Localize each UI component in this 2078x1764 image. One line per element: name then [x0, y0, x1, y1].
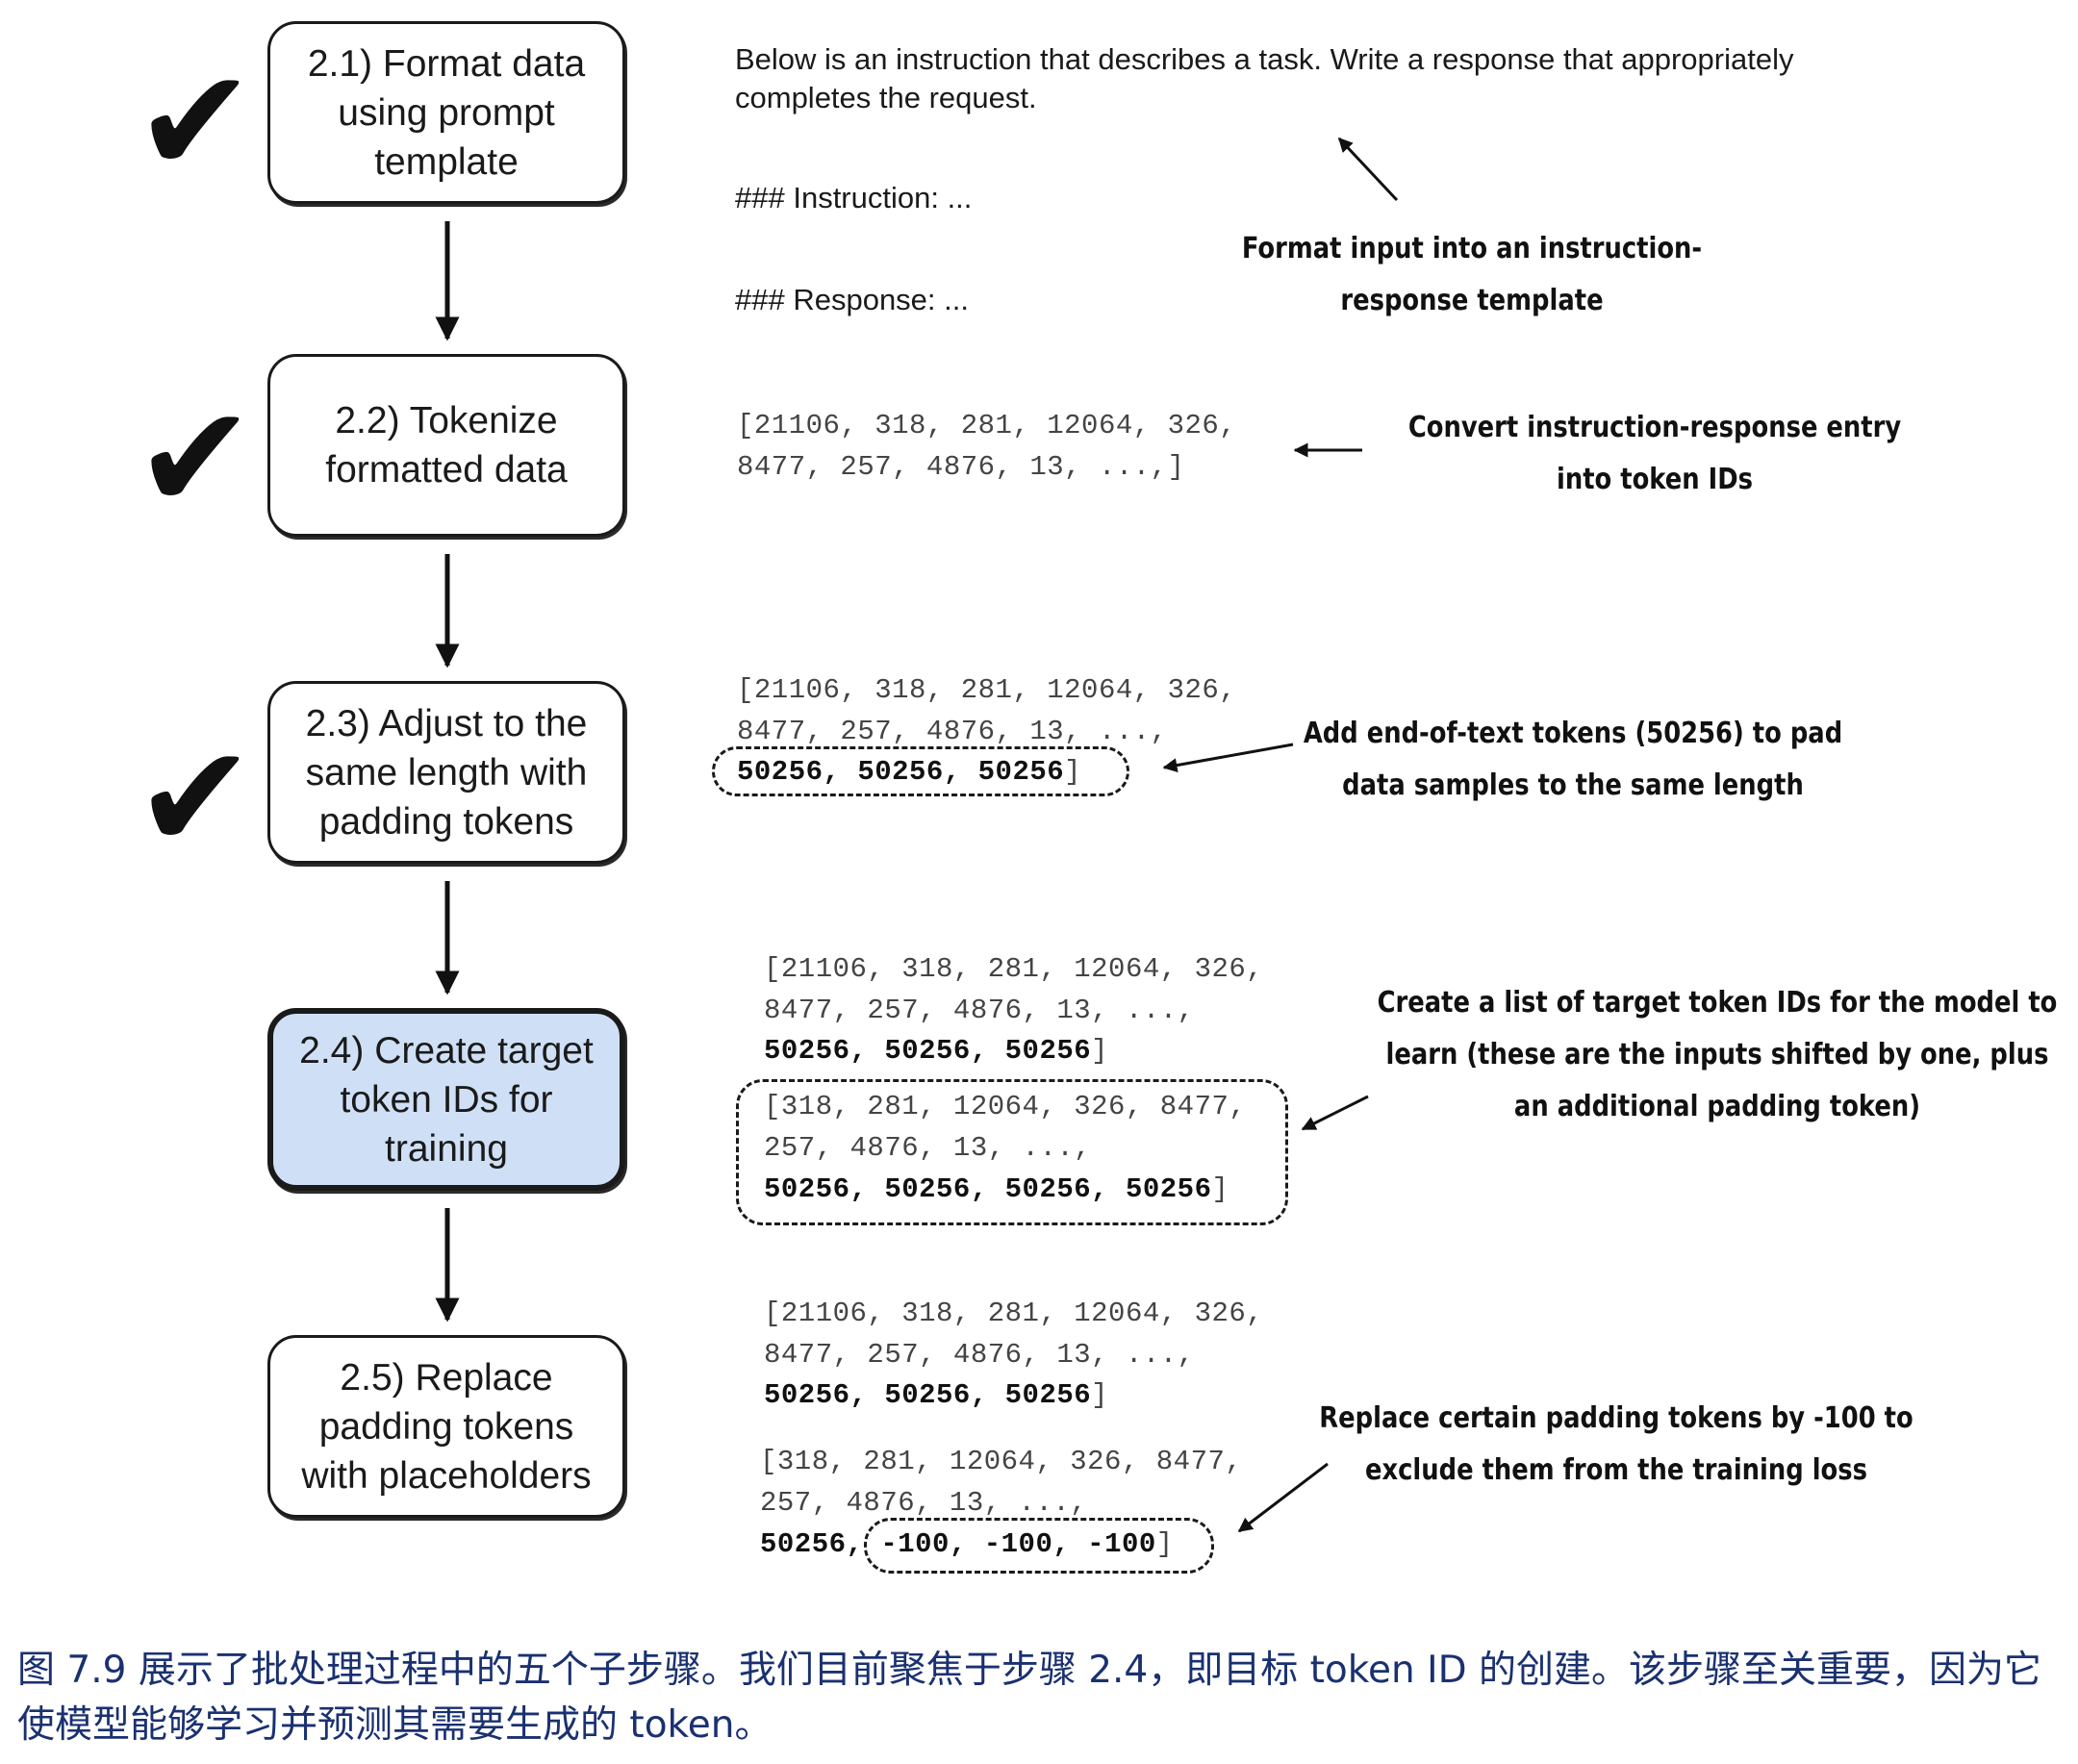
step-2-5-label: 2.5) Replace padding tokens with placeho… [301, 1356, 592, 1497]
step-2-3-label: 2.3) Adjust to the same length with padd… [305, 702, 588, 843]
s25-masked-tokens: -100, -100, -100 [880, 1528, 1156, 1560]
prompt-template-intro: Below is an instruction that describes a… [735, 42, 1794, 114]
s23-padding-highlight [712, 746, 1129, 796]
s23-token-line-1: [21106, 318, 281, 12064, 326, [737, 674, 1237, 706]
step-2-2-box: 2.2) Tokenize formatted data [267, 354, 625, 537]
step-2-2-check-icon: ✔ [135, 375, 256, 542]
s24-input-line-2: 8477, 257, 4876, 13, ..., [764, 995, 1195, 1026]
s23-token-line-2: 8477, 257, 4876, 13, ..., [737, 716, 1168, 747]
s25-target-line-2: 257, 4876, 13, ..., [760, 1487, 1088, 1519]
s23-close-bracket: ] [1064, 756, 1082, 788]
s24-target-highlight [736, 1079, 1288, 1225]
s24-input-line-3: 50256, 50256, 50256] [764, 1030, 1108, 1071]
s25-input-line-3: 50256, 50256, 50256] [764, 1374, 1108, 1416]
step-2-3-check-icon: ✔ [135, 715, 256, 882]
s24-input-padding: 50256, 50256, 50256 [764, 1035, 1092, 1067]
s25-target-first-padding: 50256, [760, 1528, 864, 1560]
s24-target-padding: 50256, 50256, 50256, 50256 [764, 1173, 1212, 1205]
pointer-arrow-2-1 [1337, 137, 1399, 202]
s25-target-line-3: 50256, -100, -100, -100] [760, 1524, 1174, 1565]
annotation-2-4: Create a list of target token IDs for th… [1377, 986, 2058, 1123]
step-2-5-box: 2.5) Replace padding tokens with placeho… [267, 1335, 625, 1518]
s25-input-line-1: [21106, 318, 281, 12064, 326, [764, 1298, 1264, 1329]
s24-target-line-2: 257, 4876, 13, ..., [764, 1132, 1092, 1164]
step-2-3-box: 2.3) Adjust to the same length with padd… [267, 681, 625, 864]
s23-padding-tokens: 50256, 50256, 50256 [737, 756, 1065, 788]
s25-input-line-2: 8477, 257, 4876, 13, ..., [764, 1339, 1195, 1371]
figure-caption: 图 7.9 展示了批处理过程中的五个子步骤。我们目前聚焦于步骤 2.4，即目标 … [17, 1649, 2042, 1747]
step-2-1-label: 2.1) Format data using prompt template [307, 42, 586, 183]
s25-target-close-bracket: ] [1155, 1528, 1174, 1560]
s24-target-line-1: [318, 281, 12064, 326, 8477, [764, 1091, 1247, 1122]
annotation-2-5: Replace certain padding tokens by -100 t… [1319, 1401, 1913, 1487]
annotation-2-3: Add end-of-text tokens (50256) to pad da… [1303, 717, 1843, 802]
prompt-template-response: ### Response: ... [735, 283, 969, 316]
s25-input-close-bracket: ] [1091, 1379, 1109, 1411]
step-2-4-label: 2.4) Create target token IDs for trainin… [299, 1029, 594, 1170]
pointer-arrow-2-5 [1237, 1462, 1329, 1533]
annotation-2-1: Format input into an instruction- respon… [1241, 232, 1703, 317]
s25-target-line-1: [318, 281, 12064, 326, 8477, [760, 1446, 1243, 1477]
s24-target-line-3: 50256, 50256, 50256, 50256] [764, 1169, 1229, 1210]
pointer-arrow-2-3 [1162, 743, 1294, 773]
s24-input-close-bracket: ] [1091, 1035, 1109, 1067]
s24-target-close-bracket: ] [1211, 1173, 1229, 1205]
s23-token-line-3: 50256, 50256, 50256] [737, 751, 1081, 793]
prompt-template-instruction: ### Instruction: ... [735, 181, 973, 214]
step-2-4-box-active: 2.4) Create target token IDs for trainin… [267, 1008, 625, 1191]
step-2-1-check-icon: ✔ [135, 38, 256, 206]
step-2-2-label: 2.2) Tokenize formatted data [325, 400, 568, 491]
s25-input-padding: 50256, 50256, 50256 [764, 1379, 1092, 1411]
annotation-2-2: Convert instruction-response entry into … [1407, 411, 1902, 496]
s24-input-line-1: [21106, 318, 281, 12064, 326, [764, 953, 1264, 985]
s22-token-line-1: [21106, 318, 281, 12064, 326, [737, 410, 1237, 441]
s25-masked-highlight [864, 1518, 1214, 1574]
s22-token-line-2: 8477, 257, 4876, 13, ...,] [737, 451, 1185, 483]
step-2-1-box: 2.1) Format data using prompt template [267, 21, 625, 204]
